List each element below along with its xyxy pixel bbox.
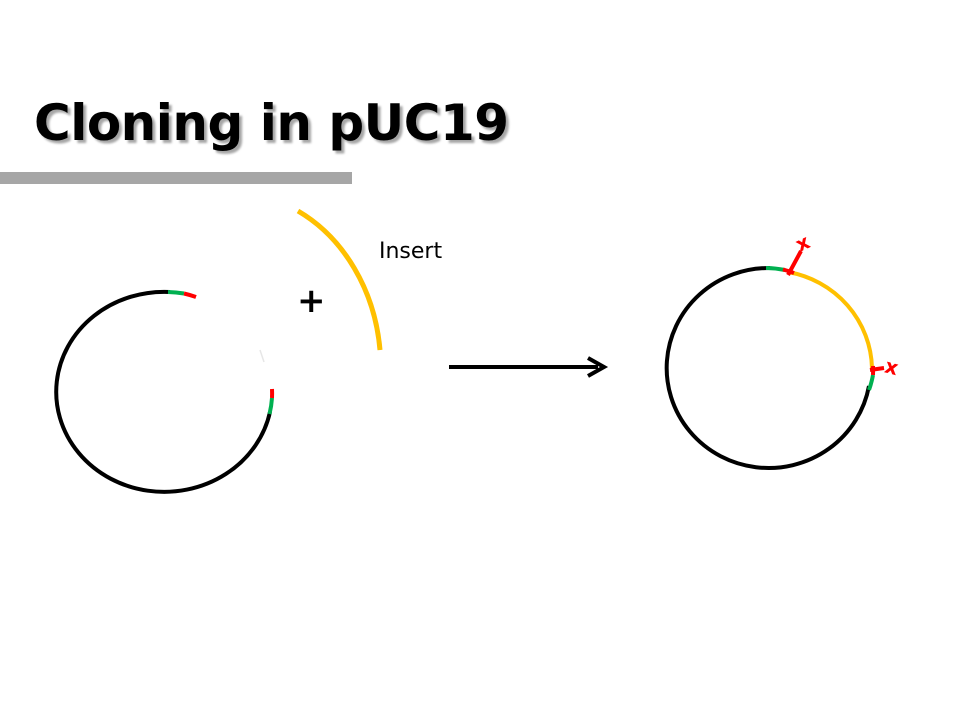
vector-faint-gap-mark xyxy=(259,349,265,363)
slide-title: Cloning in pUC19 xyxy=(34,94,509,152)
ligation-arrow xyxy=(449,356,609,378)
vector-site-green-top xyxy=(167,290,185,296)
recombinant-backbone xyxy=(664,265,871,470)
plus-sign: + xyxy=(297,281,326,321)
title-underline-bar xyxy=(0,172,352,184)
site-marker-bottom: x xyxy=(882,354,901,381)
site-marker-top: x xyxy=(792,229,814,256)
cut-vector-plasmid xyxy=(54,289,275,494)
recombinant-site-green-bottom xyxy=(867,374,875,391)
vector-site-green-bottom xyxy=(267,397,274,415)
junction-tick-bottom xyxy=(869,366,885,372)
junction-tick-top xyxy=(786,250,803,276)
vector-site-red-top xyxy=(183,291,197,299)
recombinant-insert-arc xyxy=(787,270,874,369)
insert-arc xyxy=(296,208,383,351)
recombinant-plasmid: x x xyxy=(664,229,901,470)
arrow-head xyxy=(587,356,609,378)
insert-label: Insert xyxy=(379,239,442,264)
insert-fragment: Insert xyxy=(296,208,442,351)
recombinant-site-green-top xyxy=(765,266,786,272)
vector-backbone xyxy=(54,289,272,494)
